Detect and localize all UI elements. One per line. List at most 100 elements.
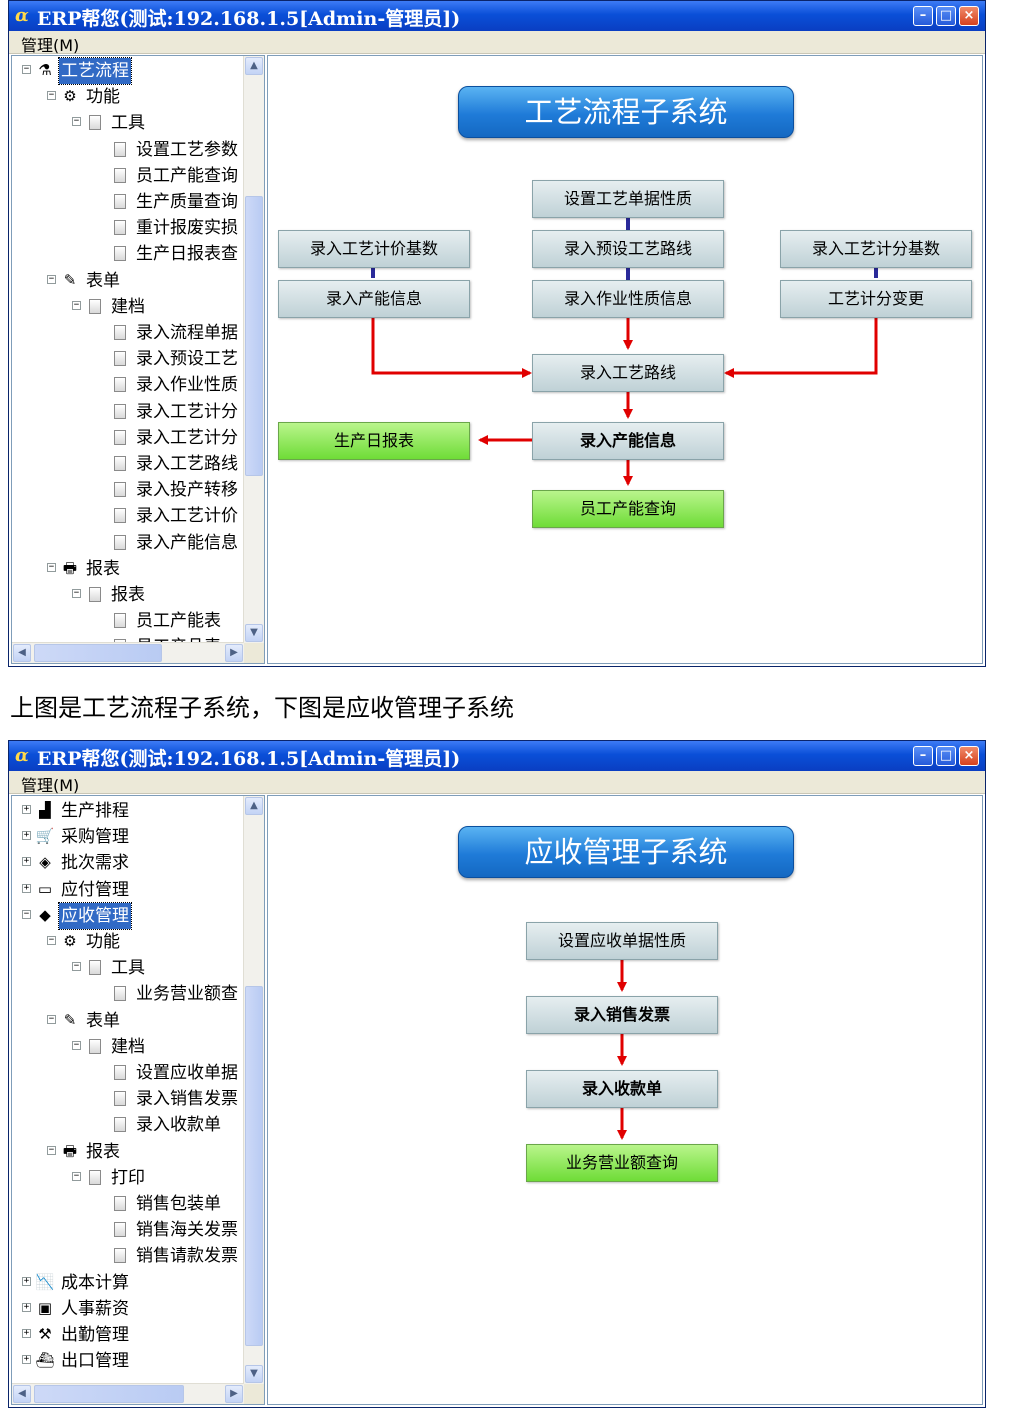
flow-box-enter-sales-invoice[interactable]: 录入销售发票 [526, 996, 718, 1034]
tree-node-label[interactable]: 录入作业性质 [136, 375, 238, 396]
tree-node-label[interactable]: 采购管理 [61, 827, 129, 848]
scroll-right-button[interactable]: ▶ [225, 1385, 243, 1403]
tree-node[interactable]: −🖶报表 [12, 1139, 244, 1165]
maximize-button[interactable]: □ [936, 746, 956, 766]
close-button[interactable]: × [959, 746, 979, 766]
tree-node[interactable]: 销售请款发票 [12, 1243, 244, 1269]
tree-node-label[interactable]: 生产排程 [61, 801, 129, 821]
flow-box-score-change[interactable]: 工艺计分变更 [780, 280, 972, 318]
tree-node-label[interactable]: 录入工艺计价 [136, 506, 238, 527]
scroll-thumb[interactable] [245, 196, 263, 476]
expand-icon[interactable]: + [22, 830, 31, 841]
tree-node-label[interactable]: 录入销售发票 [136, 1089, 238, 1110]
tree-node[interactable]: − 工具 [12, 955, 244, 981]
vertical-scrollbar[interactable]: ▲ ▼ [243, 796, 264, 1384]
flow-box-set-doc-property[interactable]: 设置工艺单据性质 [532, 180, 724, 218]
flow-box-enter-work-property[interactable]: 录入作业性质信息 [532, 280, 724, 318]
tree-node-label[interactable]: 表单 [86, 1010, 120, 1031]
scroll-right-button[interactable]: ▶ [225, 644, 243, 662]
scroll-up-button[interactable]: ▲ [245, 57, 263, 75]
tree-node[interactable]: +🛒采购管理 [12, 824, 244, 850]
collapse-icon[interactable]: − [22, 64, 31, 74]
tree-node[interactable]: 录入投产转移 [12, 477, 244, 503]
tree-node-label[interactable]: 员工产能表 [136, 611, 221, 632]
scroll-down-button[interactable]: ▼ [245, 1365, 263, 1383]
tree-node-label[interactable]: 销售包装单 [136, 1194, 221, 1214]
scroll-thumb[interactable] [245, 986, 263, 1346]
tree-node-label[interactable]: 表单 [86, 270, 120, 291]
collapse-icon[interactable]: − [72, 588, 81, 598]
tree-node-label[interactable]: 应收管理 [58, 901, 132, 930]
collapse-icon[interactable]: − [22, 908, 31, 919]
tree-node[interactable]: +▟生产排程 [12, 798, 244, 824]
tree-node-label[interactable]: 报表 [86, 558, 120, 579]
tree-node[interactable]: −报表 [12, 582, 244, 608]
expand-icon[interactable]: + [22, 804, 31, 814]
collapse-icon[interactable]: − [47, 1144, 56, 1155]
collapse-icon[interactable]: − [72, 1170, 81, 1181]
expand-icon[interactable]: + [22, 1301, 31, 1312]
tree-node-label[interactable]: 工具 [111, 958, 145, 979]
expand-icon[interactable]: + [22, 856, 31, 867]
hscroll-thumb[interactable] [34, 644, 162, 662]
tree-node[interactable]: 重计报废实损 [12, 215, 244, 241]
tree-node-label[interactable]: 应付管理 [61, 879, 129, 900]
tree-node[interactable]: −⚙功能 [12, 84, 244, 110]
tree-node[interactable]: −⚙功能 [12, 929, 244, 955]
collapse-icon[interactable]: − [72, 116, 81, 127]
tree-node[interactable]: 销售海关发票 [12, 1217, 244, 1243]
horizontal-scrollbar[interactable]: ◀ ▶ [12, 642, 244, 663]
flow-box-enter-price-base[interactable]: 录入工艺计价基数 [278, 230, 470, 268]
tree-node-label[interactable]: 出口管理 [61, 1351, 129, 1372]
maximize-button[interactable]: □ [936, 6, 956, 26]
expand-icon[interactable]: + [22, 1354, 31, 1365]
flow-box-enter-route[interactable]: 录入工艺路线 [532, 354, 724, 392]
tree-node-label[interactable]: 工具 [111, 113, 145, 134]
tree-node-label[interactable]: 录入产能信息 [136, 532, 238, 553]
minimize-button[interactable]: – [913, 746, 933, 766]
tree-node-label[interactable]: 录入工艺计分 [136, 401, 238, 422]
expand-icon[interactable]: + [22, 882, 31, 893]
tree-node[interactable]: 员工产能表 [12, 608, 244, 634]
tree-node-label[interactable]: 销售海关发票 [136, 1220, 238, 1241]
tree-node[interactable]: 设置工艺参数 [12, 137, 244, 163]
expand-icon[interactable]: + [22, 1275, 31, 1286]
tree-node-label[interactable]: 录入工艺计分 [136, 427, 238, 448]
flow-box-set-receivable-doc-property[interactable]: 设置应收单据性质 [526, 922, 718, 960]
hscroll-thumb[interactable] [34, 1385, 184, 1403]
tree-node[interactable]: 录入收款单 [12, 1112, 244, 1138]
collapse-icon[interactable]: − [72, 299, 81, 310]
collapse-icon[interactable]: − [47, 90, 56, 101]
tree-node-label[interactable]: 设置工艺参数 [136, 139, 238, 160]
flow-box-revenue-query[interactable]: 业务营业额查询 [526, 1144, 718, 1182]
tree-node-label[interactable]: 设置应收单据 [136, 1063, 238, 1083]
tree-node[interactable]: −⚗工艺流程 [12, 57, 244, 85]
flow-box-staff-capacity-query[interactable]: 员工产能查询 [532, 490, 724, 528]
menu-manage[interactable]: 管理(M) [21, 36, 80, 55]
close-button[interactable]: × [959, 6, 979, 26]
minimize-button[interactable]: – [913, 6, 933, 26]
tree-node[interactable]: −建档 [12, 1034, 244, 1060]
tree-node[interactable]: +📉成本计算 [12, 1270, 244, 1296]
tree-node[interactable]: −建档 [12, 294, 244, 320]
flow-box-enter-receipt[interactable]: 录入收款单 [526, 1070, 718, 1108]
collapse-icon[interactable]: − [47, 273, 56, 284]
tree-node[interactable]: 业务营业额查 [12, 981, 244, 1007]
tree-node-label[interactable]: 功能 [86, 932, 120, 952]
tree-node[interactable]: −✎表单 [12, 268, 244, 294]
tree-node-label[interactable]: 员工产能查询 [136, 165, 238, 186]
tree-node-label[interactable]: 生产质量查询 [136, 192, 238, 212]
flow-box-daily-report[interactable]: 生产日报表 [278, 422, 470, 460]
tree-node[interactable]: 生产质量查询 [12, 189, 244, 215]
tree-node[interactable]: −🖶报表 [12, 556, 244, 582]
collapse-icon[interactable]: − [72, 961, 81, 972]
tree-node-label[interactable]: 成本计算 [61, 1272, 129, 1293]
scroll-down-button[interactable]: ▼ [245, 624, 263, 642]
scroll-up-button[interactable]: ▲ [245, 797, 263, 815]
tree-node-label[interactable]: 功能 [86, 87, 120, 108]
tree-node-label[interactable]: 录入投产转移 [136, 480, 238, 501]
tree-node[interactable]: −打印 [12, 1165, 244, 1191]
tree-node[interactable]: −◆应收管理 [12, 901, 244, 930]
tree-node[interactable]: 录入产能信息 [12, 530, 244, 556]
title-bar[interactable]: α ERP帮您(测试:192.168.1.5[Admin-管理员]) – □ × [9, 1, 985, 31]
